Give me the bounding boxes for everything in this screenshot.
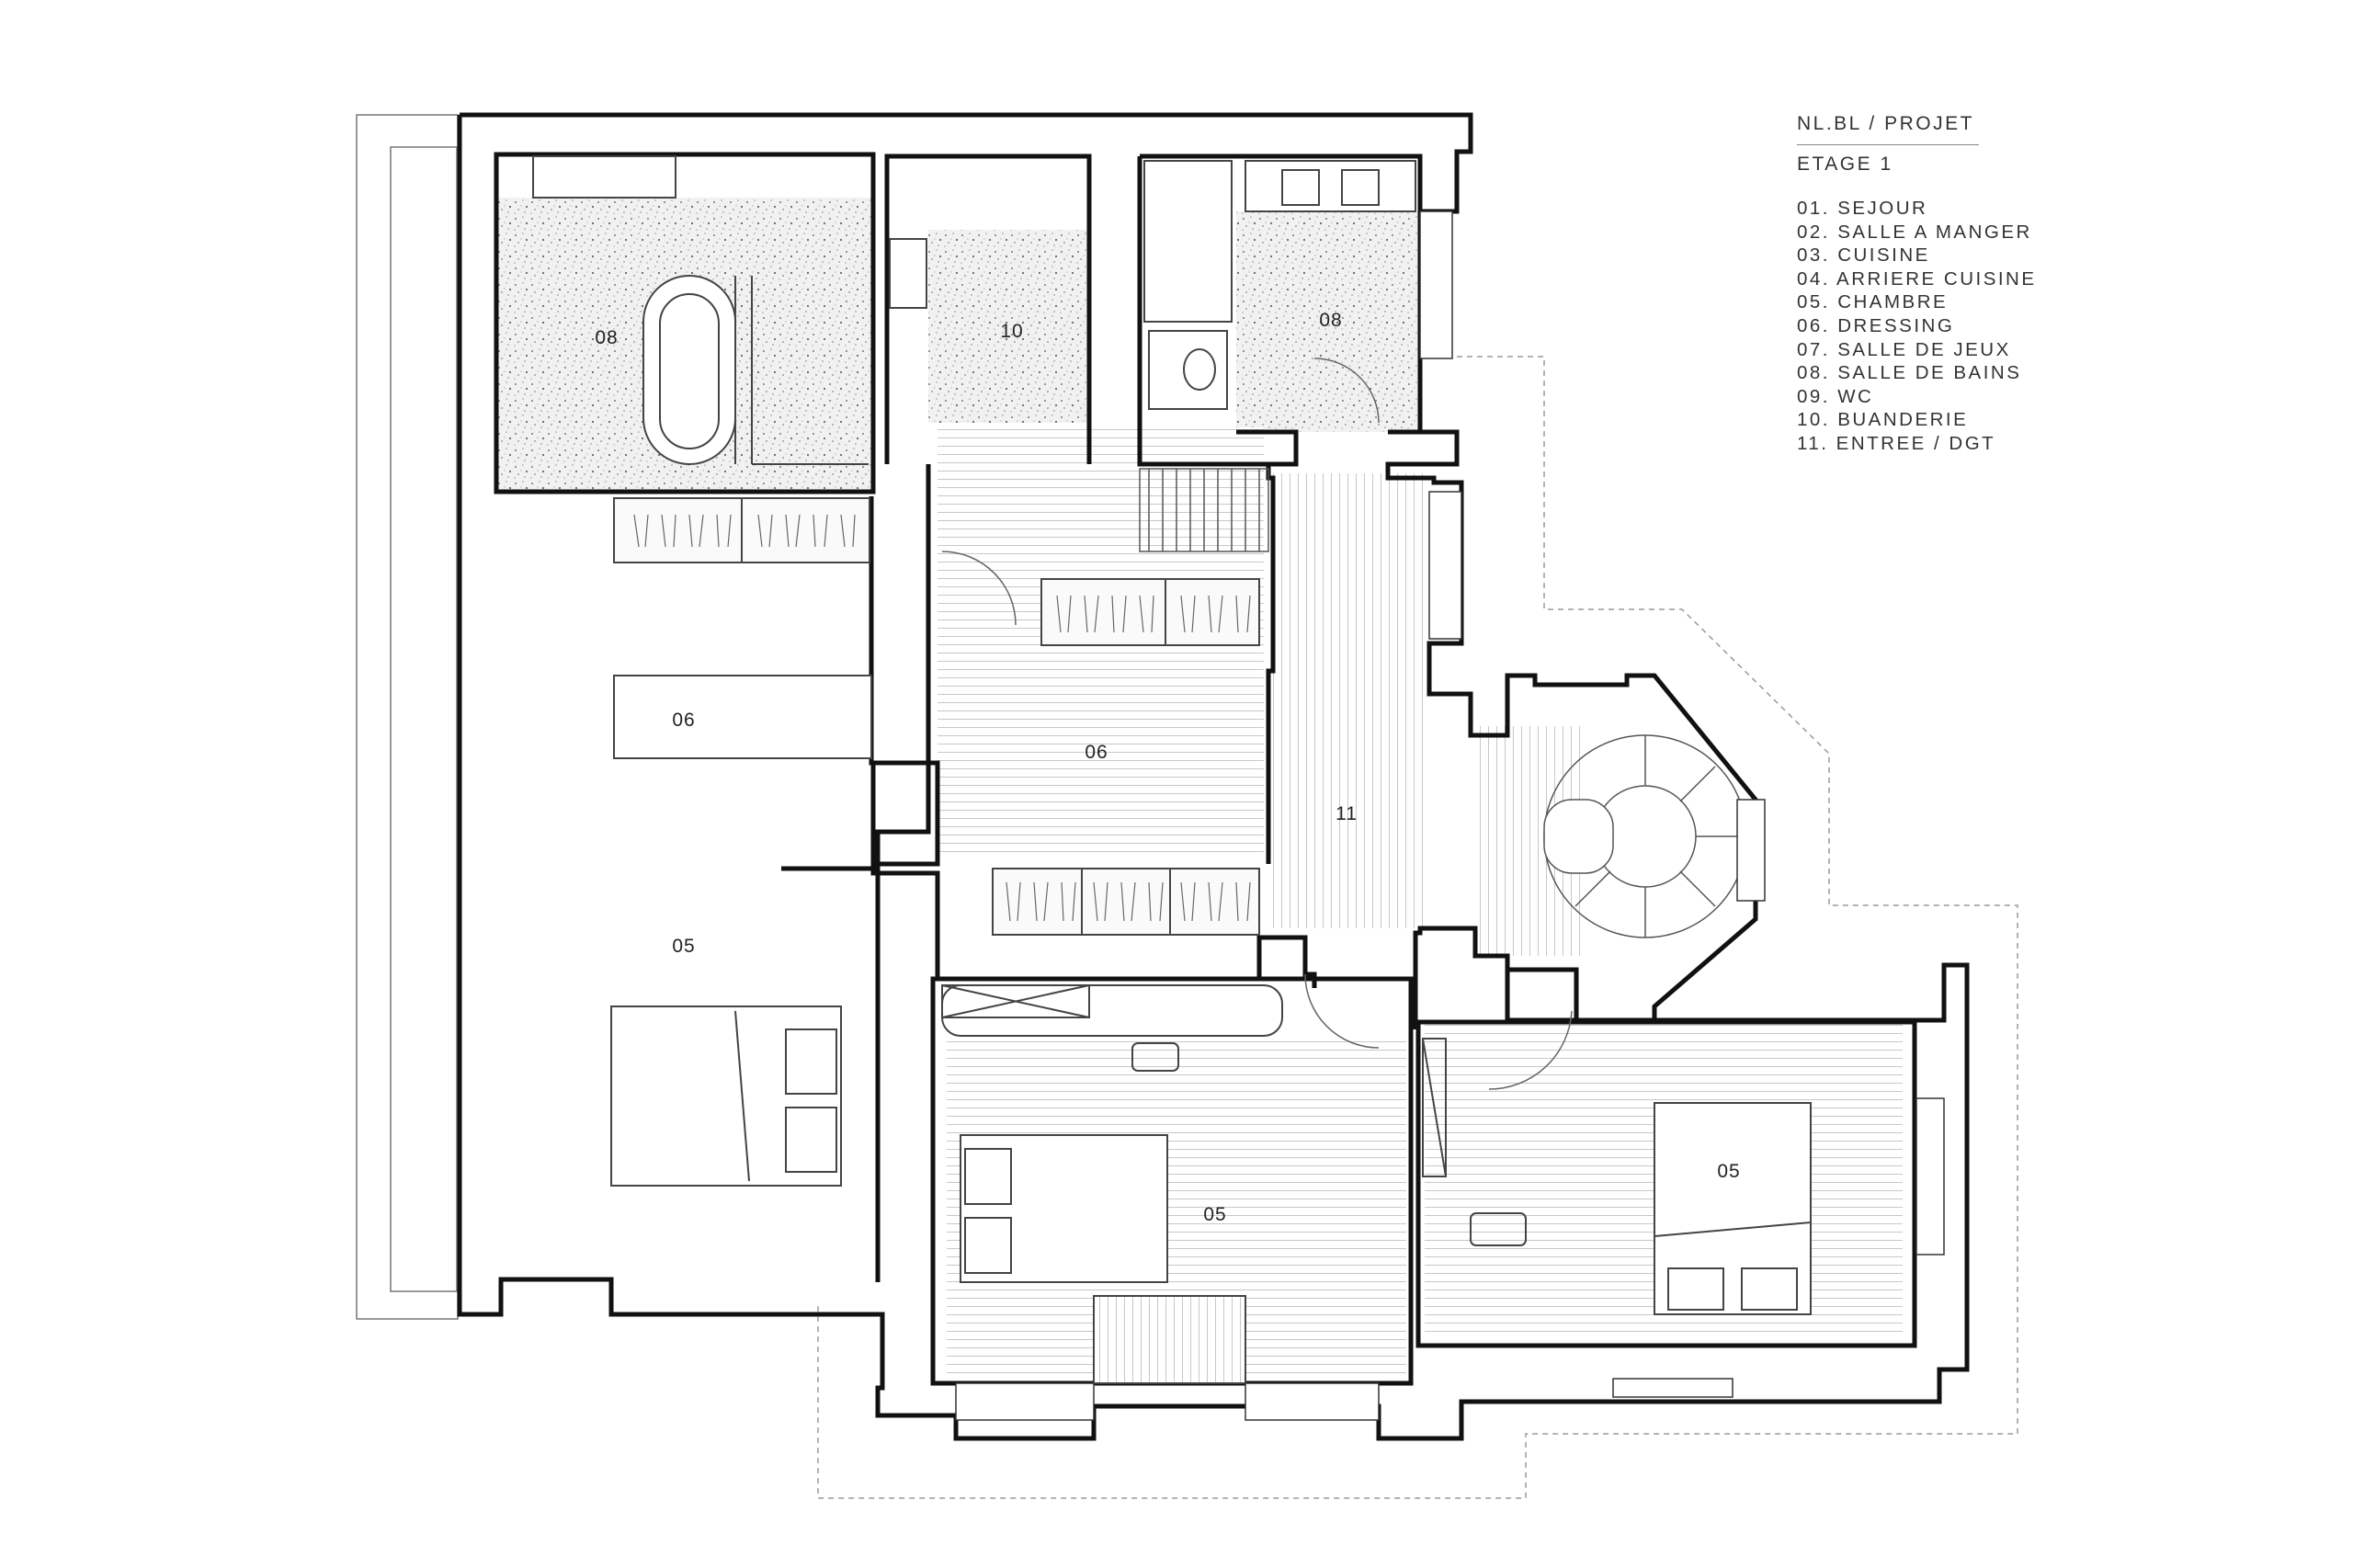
bath-right-vanity [1245,160,1416,212]
outer-wall-east [457,115,1970,1441]
door-swings [941,358,1573,1090]
wardrobe-center [941,984,1090,1018]
closet-bottom-center [992,868,1260,936]
bath-left-wall [494,152,876,494]
legend-item: 03. CUISINE [1797,244,1930,267]
bedroom-right-wall [1415,1019,1917,1348]
desk-right [1470,1212,1527,1246]
outer-wall [460,112,1758,1029]
legend-item: 02. SALLE A MANGER [1797,221,2032,243]
legend-item: 05. CHAMBRE [1797,291,1949,313]
legend-item: 07. SALLE DE JEUX [1797,338,2011,360]
outer-wall-right [1505,970,1579,1023]
balcony-frame [356,114,459,1320]
room-label-bedroom-right: 05 [1717,1161,1740,1182]
windows [955,210,1945,1421]
fixtures [532,155,1812,1384]
washbasin [1143,160,1233,323]
room-label-laundry: 10 [1000,321,1023,342]
floor-title: ETAGE 1 [1797,153,1893,175]
entry-floor [1268,473,1425,928]
bath-right-floor [1236,211,1420,432]
closets [613,497,1260,936]
room-label-bedroom-left: 05 [672,936,695,957]
bench-center [1093,1295,1246,1384]
room-label-bath-right: 08 [1319,310,1342,331]
desk-center [941,984,1283,1037]
bed-right [1654,1102,1812,1315]
legend-item: 06. DRESSING [1797,314,1955,336]
laundry-sink [889,238,927,309]
laundry-wall [884,153,1092,464]
bed-left [610,1006,842,1187]
hanger-lines [633,514,1251,922]
dressing-divider [869,496,931,1282]
project-title: NL.BL / PROJET [1797,113,1974,134]
legend: NL.BL / PROJET ETAGE 1 01. SEJOUR 02. SA… [1797,112,2037,456]
room-label-dressing-center: 06 [1085,742,1108,763]
legend-item: 10. BUANDERIE [1797,409,1969,431]
dressing-island [613,675,872,759]
legend-item: 08. SALLE DE BAINS [1797,362,2022,384]
legend-item: 04. ARRIERE CUISINE [1797,267,2037,290]
bath-right-inner [1137,156,1299,467]
room-label-dressing-left: 06 [672,710,695,731]
site-outline [817,356,2018,1499]
legend-item: 09. WC [1797,385,1874,407]
legend-item: 01. SEJOUR [1797,198,1928,219]
bed-center [960,1134,1168,1283]
legend-divider [1797,144,1979,145]
wc [1148,330,1228,410]
closet-top-center [1040,578,1260,646]
legend-item: 11. ENTREE / DGT [1797,432,1996,454]
laundry-floor [928,230,1089,423]
bathtub [642,275,736,465]
room-label-bedroom-center: 05 [1203,1204,1226,1225]
room-label-bath-left: 08 [595,327,618,348]
vanity-left [532,155,676,199]
room-labels: 08 10 08 06 06 11 05 05 05 [595,310,1740,1225]
wardrobe-right [1422,1038,1447,1177]
room-label-entry: 11 [1336,803,1358,824]
